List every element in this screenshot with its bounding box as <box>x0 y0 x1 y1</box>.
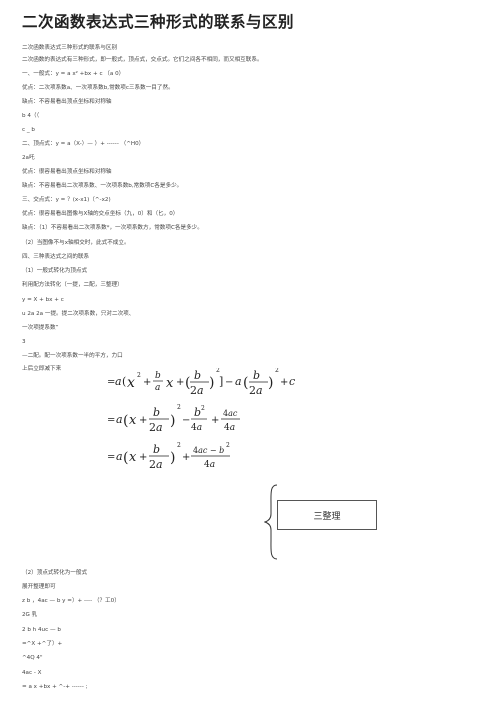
svg-text:x: x <box>129 413 137 428</box>
text-line: y = X + bx + c <box>22 297 64 303</box>
svg-text:b: b <box>253 369 260 382</box>
text-line: 缺点：不容易看出顶点坐标和对称轴 <box>22 99 112 105</box>
text-line: 优点：很容易看出图像与X轴的交点坐标（九，0）和（匕，0） <box>22 211 179 217</box>
text-line: z b ，4ac — b y =）+ ---- （？工0） <box>22 598 120 604</box>
svg-text:): ) <box>209 375 214 391</box>
text-line: ^4Q 4" <box>22 655 43 661</box>
svg-text:b: b <box>153 406 160 419</box>
svg-text:x: x <box>166 376 174 391</box>
text-line: =^X +^了）+ <box>22 641 63 647</box>
text-line: 2G 乳 <box>22 612 38 618</box>
text-line: 二次函数表达式三种形式的联系与区别 <box>22 45 118 51</box>
svg-text:2: 2 <box>275 368 279 374</box>
svg-text:=: = <box>107 377 115 388</box>
curly-brace-icon <box>264 484 278 560</box>
text-line: u 2a 2a 一提。提二次项系数，只对二次项、 <box>22 311 135 317</box>
svg-text:a: a <box>115 375 122 388</box>
svg-text:x: x <box>127 375 135 391</box>
svg-text:): ) <box>268 375 273 391</box>
svg-text:c: c <box>289 375 295 388</box>
svg-text:]: ] <box>219 375 223 388</box>
svg-text:2: 2 <box>201 405 205 412</box>
text-line: 优点：二次项系数a、一次项系数b,常数项c三系数一目了然。 <box>22 85 174 91</box>
svg-text:=: = <box>107 415 115 426</box>
text-line: 2a吒 <box>22 155 35 161</box>
text-line: b 4（（ <box>22 113 40 119</box>
svg-text:a: a <box>116 413 123 426</box>
svg-text:+: + <box>280 377 288 388</box>
text-line: 四、三种表达式之间的联系 <box>22 254 90 260</box>
svg-text:−: − <box>225 377 233 388</box>
svg-text:2a: 2a <box>190 384 204 397</box>
svg-text:2: 2 <box>216 368 220 374</box>
svg-text:x: x <box>129 450 137 465</box>
text-line: 三、交点式：y = ？(x-x1)（^-x2) <box>22 197 111 203</box>
text-line: （1）一般式转化为顶点式 <box>22 268 88 274</box>
svg-text:(: ( <box>123 450 128 466</box>
svg-text:+: + <box>176 377 184 388</box>
svg-text:+: + <box>182 452 190 463</box>
text-line: 一、一般式：y = a x² +bx + c （a 0） <box>22 71 125 77</box>
svg-text:2a: 2a <box>149 421 163 434</box>
svg-text:a: a <box>235 375 242 388</box>
svg-text:2: 2 <box>226 442 230 449</box>
text-line: （2）当图像不与x轴相交时，此式不成立。 <box>22 240 130 246</box>
svg-text:2a: 2a <box>149 458 163 471</box>
svg-text:): ) <box>170 413 175 429</box>
text-line: 展开整理即可 <box>22 584 56 590</box>
text-line: 缺点：不容易看出二次项系数、一次项系数b,常数项C各是多少。 <box>22 183 183 189</box>
svg-text:a: a <box>155 383 160 393</box>
text-line: 优点：很容易看出顶点坐标和对称轴 <box>22 169 112 175</box>
svg-text:b: b <box>194 369 201 382</box>
text-line: 一次项提系数” <box>22 325 59 331</box>
svg-text:(: ( <box>123 413 128 429</box>
annotation-box: 三整理 <box>277 500 377 530</box>
svg-text:b: b <box>155 371 161 381</box>
text-line: 3 <box>22 339 26 345</box>
text-line: 4ac - X <box>22 670 42 676</box>
svg-text:+: + <box>139 415 147 426</box>
svg-text:=: = <box>107 452 115 463</box>
svg-text:(: ( <box>122 375 126 388</box>
svg-text:4a: 4a <box>224 423 235 433</box>
svg-text:(: ( <box>243 375 248 391</box>
svg-text:+: + <box>143 377 151 388</box>
svg-text:4ac − b: 4ac − b <box>193 446 224 455</box>
completing-square-formula: = a ( x 2 + b a x + ( b 2a ) 2 ] − a ( b… <box>105 368 380 480</box>
svg-text:4a: 4a <box>204 460 215 470</box>
text-line: （2）顶点式转化为一般式 <box>22 570 88 576</box>
text-line: 二、顶点式：y = a（X-）— ）+ ------ （^H0） <box>22 141 145 147</box>
svg-text:4ac: 4ac <box>223 409 238 418</box>
text-line: = a x +bx + ^-+ ------ ; <box>22 684 88 690</box>
text-line: 缺点：（1）不容易看出二次项系数*，一次项系数方，常数项C各是多少。 <box>22 225 203 231</box>
text-line: 2 b h 4uc — b <box>22 627 61 633</box>
svg-text:2a: 2a <box>249 384 263 397</box>
svg-text:+: + <box>139 452 147 463</box>
page-title: 二次函数表达式三种形式的联系与区别 <box>22 13 295 31</box>
svg-text:+: + <box>211 415 219 426</box>
svg-text:b: b <box>153 443 160 456</box>
svg-text:2: 2 <box>177 442 181 449</box>
svg-text:2: 2 <box>177 404 181 411</box>
text-line: c _ b <box>22 127 35 133</box>
svg-text:−: − <box>182 415 190 426</box>
text-line: 利用配方法转化（一提，二配，三整理） <box>22 282 123 288</box>
svg-text:(: ( <box>185 375 190 391</box>
text-line: 上后立即减下来 <box>22 366 62 372</box>
svg-text:4a: 4a <box>191 423 202 433</box>
text-line: —二配。配一次项系数一半的平方，力口 <box>22 353 123 359</box>
svg-text:2: 2 <box>137 372 141 379</box>
text-line: 二次函数的表达式有三种形式，即一般式，顶点式，交点式。它们之间各不相同，而又相互… <box>22 57 263 63</box>
svg-text:): ) <box>170 450 175 466</box>
svg-text:b: b <box>194 406 201 419</box>
svg-text:a: a <box>116 450 123 463</box>
